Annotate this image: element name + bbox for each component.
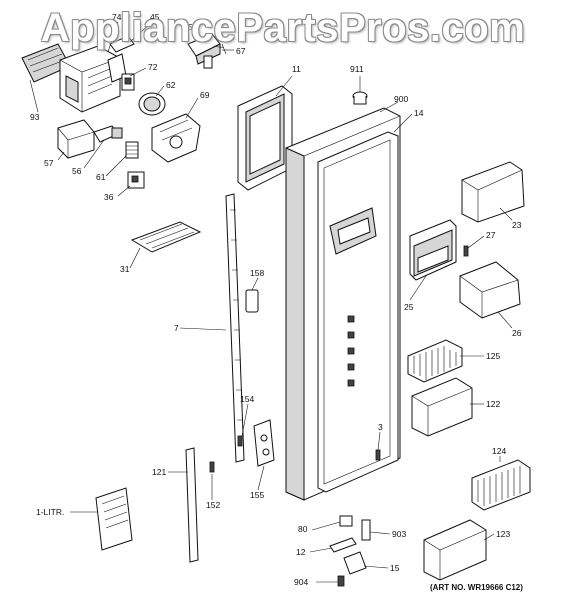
- callout-93: 93: [30, 112, 40, 122]
- callout-45: 45: [150, 12, 160, 22]
- callout-152: 152: [206, 500, 220, 510]
- coupler-part-61: [125, 141, 139, 159]
- callout-61: 61: [96, 172, 106, 182]
- hinge-part-155: [253, 419, 275, 467]
- callout-26: 26: [512, 328, 522, 338]
- shelf-rack-part-124: [471, 459, 531, 511]
- callout-154: 154: [240, 394, 254, 404]
- shelf-bin-part-122: [411, 377, 473, 437]
- callout-67: 67: [236, 46, 246, 56]
- callout-124: 124: [492, 446, 506, 456]
- callout-123: 123: [496, 529, 510, 539]
- shelf-bin-part-123: [423, 519, 487, 581]
- bin-part-26: [459, 261, 521, 319]
- callout-56: 56: [72, 166, 82, 176]
- switch-part-72: [121, 73, 135, 91]
- callout-11: 11: [292, 64, 301, 74]
- callout-911: 911: [350, 64, 364, 74]
- callout-74: 74: [112, 12, 122, 22]
- callout-53: 53: [188, 22, 198, 32]
- callout-14: 14: [414, 108, 424, 118]
- screw-part-152: [209, 461, 215, 473]
- bracket-part-15: [343, 551, 367, 575]
- callout-122: 122: [486, 399, 500, 409]
- callout-1-litr: 1-LITR.: [36, 507, 64, 517]
- callout-57: 57: [44, 158, 54, 168]
- callout-155: 155: [250, 490, 264, 500]
- clip-part-904: [337, 575, 345, 587]
- literature-part-1-litr: [95, 487, 133, 551]
- door-gasket-part-14: [317, 131, 399, 493]
- bracket-part-36: [127, 171, 145, 189]
- leader-lines: [29, 21, 513, 583]
- callout-31: 31: [120, 264, 130, 274]
- light-lens-part-158: [245, 289, 259, 313]
- callout-7: 7: [174, 323, 179, 333]
- callout-12: 12: [296, 547, 306, 557]
- callout-80: 80: [298, 524, 308, 534]
- ring-gear-part-62: [138, 92, 166, 116]
- spring-part-67: [213, 43, 227, 55]
- screw-part-27: [463, 245, 469, 257]
- solenoid-part-53: [187, 33, 221, 69]
- callout-27: 27: [486, 230, 496, 240]
- shelf-rack-part-125: [407, 339, 463, 383]
- callout-125: 125: [486, 351, 500, 361]
- callout-23: 23: [512, 220, 522, 230]
- callout-69: 69: [200, 90, 210, 100]
- bracket-part-12: [329, 537, 357, 553]
- tube-part-903: [361, 519, 371, 541]
- motor-part-57: [57, 119, 95, 159]
- screw-part-3: [375, 449, 381, 461]
- callout-158: 158: [250, 268, 264, 278]
- door-hinge-pins: [347, 315, 355, 387]
- motor-bracket-part-69: [151, 113, 201, 163]
- bin-part-25: [409, 219, 457, 281]
- callout-121: 121: [152, 467, 166, 477]
- nut-part-80: [339, 515, 353, 527]
- callout-904: 904: [294, 577, 308, 587]
- dispenser-panel-part-11: [237, 85, 293, 191]
- screw-part-154: [237, 435, 243, 447]
- callout-25: 25: [404, 302, 414, 312]
- callout-900: 900: [394, 94, 408, 104]
- dispenser-housing-part-74: [59, 45, 121, 113]
- callout-72: 72: [148, 62, 158, 72]
- callout-62: 62: [166, 80, 176, 90]
- bin-cover-part-23: [461, 161, 525, 223]
- dispenser-recess: [329, 207, 377, 255]
- callout-903: 903: [392, 529, 406, 539]
- handle-strip-part-7: [225, 193, 245, 463]
- callout-36: 36: [104, 192, 114, 202]
- trim-strip-part-121: [185, 447, 199, 563]
- callout-3: 3: [378, 422, 383, 432]
- callout-15: 15: [390, 563, 400, 573]
- cap-part-911: [352, 91, 368, 105]
- motor-shaft-part-56: [93, 125, 123, 143]
- drip-tray-part-31: [130, 221, 202, 253]
- art-number: (ART NO. WR19666 C12): [430, 583, 523, 592]
